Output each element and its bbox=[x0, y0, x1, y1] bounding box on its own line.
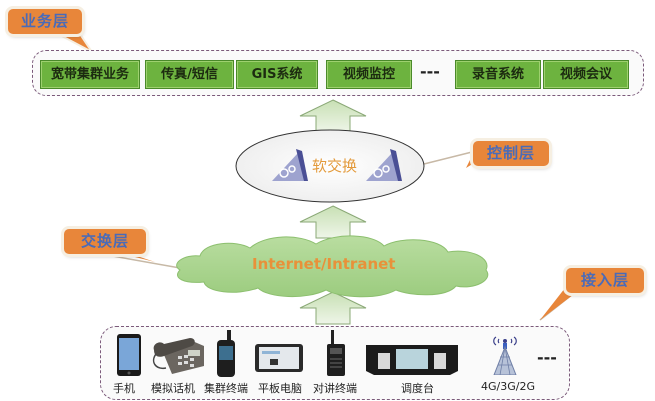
access-layer-label: 接入层 bbox=[566, 268, 644, 293]
access-callout-tail bbox=[540, 288, 582, 320]
device-label: 4G/3G/2G bbox=[481, 380, 535, 393]
softswitch-label: 软交换 bbox=[312, 157, 358, 175]
desk-phone-icon bbox=[152, 338, 204, 374]
cell-tower-icon bbox=[493, 336, 517, 375]
device-label: 模拟话机 bbox=[151, 382, 195, 395]
walkie-talkie-icon bbox=[327, 330, 345, 376]
softswitch-ellipse bbox=[235, 129, 425, 203]
arrow-up-icon bbox=[299, 291, 367, 325]
control-layer-label: 控制层 bbox=[473, 141, 549, 166]
device-label: 调度台 bbox=[401, 382, 434, 395]
smartphone-icon bbox=[117, 334, 141, 376]
service-callout-tail bbox=[57, 33, 93, 53]
switching-connector bbox=[89, 251, 181, 269]
service-item-recording: 录音系统 bbox=[455, 60, 541, 89]
service-item-broadband-trunking: 宽带集群业务 bbox=[40, 60, 140, 89]
network-cloud bbox=[176, 235, 489, 298]
switching-layer-label: 交换层 bbox=[64, 229, 146, 254]
access-more-ellipsis: --- bbox=[537, 348, 557, 367]
softswitch-gear-icon bbox=[366, 149, 402, 181]
service-more-ellipsis: --- bbox=[420, 62, 440, 81]
control-connector bbox=[419, 151, 473, 166]
tablet-icon bbox=[255, 344, 303, 372]
service-layer-label: 业务层 bbox=[8, 9, 82, 34]
softswitch-gear-icon bbox=[272, 149, 308, 181]
service-item-video-surveillance: 视频监控 bbox=[326, 60, 412, 89]
dispatch-console-icon bbox=[366, 345, 458, 375]
service-item-video-conference: 视频会议 bbox=[543, 60, 629, 89]
device-label: 手机 bbox=[113, 382, 135, 395]
service-item-gis: GIS系统 bbox=[236, 60, 318, 89]
network-cloud-label: Internet/Intranet bbox=[252, 255, 396, 273]
service-item-fax-sms: 传真/短信 bbox=[145, 60, 234, 89]
device-label: 集群终端 bbox=[204, 382, 248, 395]
trunking-terminal-icon bbox=[217, 330, 235, 377]
device-label: 平板电脑 bbox=[258, 382, 302, 395]
device-label: 对讲终端 bbox=[313, 382, 357, 395]
